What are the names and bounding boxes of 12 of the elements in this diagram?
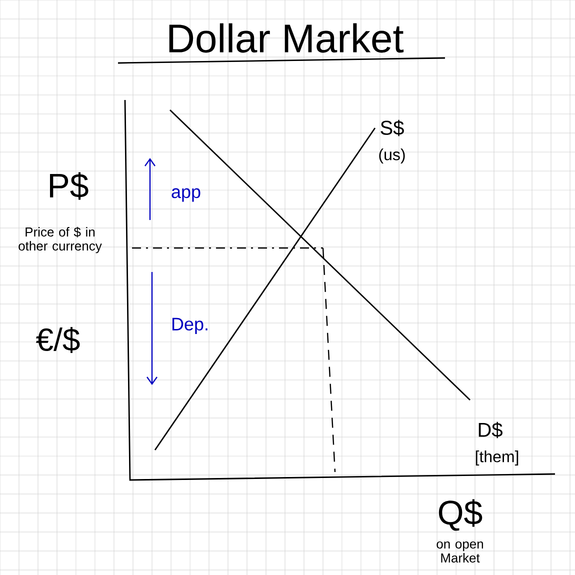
arrow-label: Dep. (172, 318, 208, 334)
curve-label: D$ (478, 422, 502, 438)
arrow-label: app (172, 188, 200, 202)
unit-label: €/$ (36, 327, 80, 353)
curve-label: (us) (379, 148, 405, 164)
axis-label: on open Market (436, 541, 483, 563)
curve-label: [them] (476, 450, 518, 466)
axis-label: Price of $ in other currency (18, 226, 102, 254)
axis-label: P$ (50, 172, 88, 200)
curve-label: S$ (380, 120, 404, 136)
title: Dollar Market (169, 23, 404, 53)
axis-label: Q$ (438, 499, 482, 531)
